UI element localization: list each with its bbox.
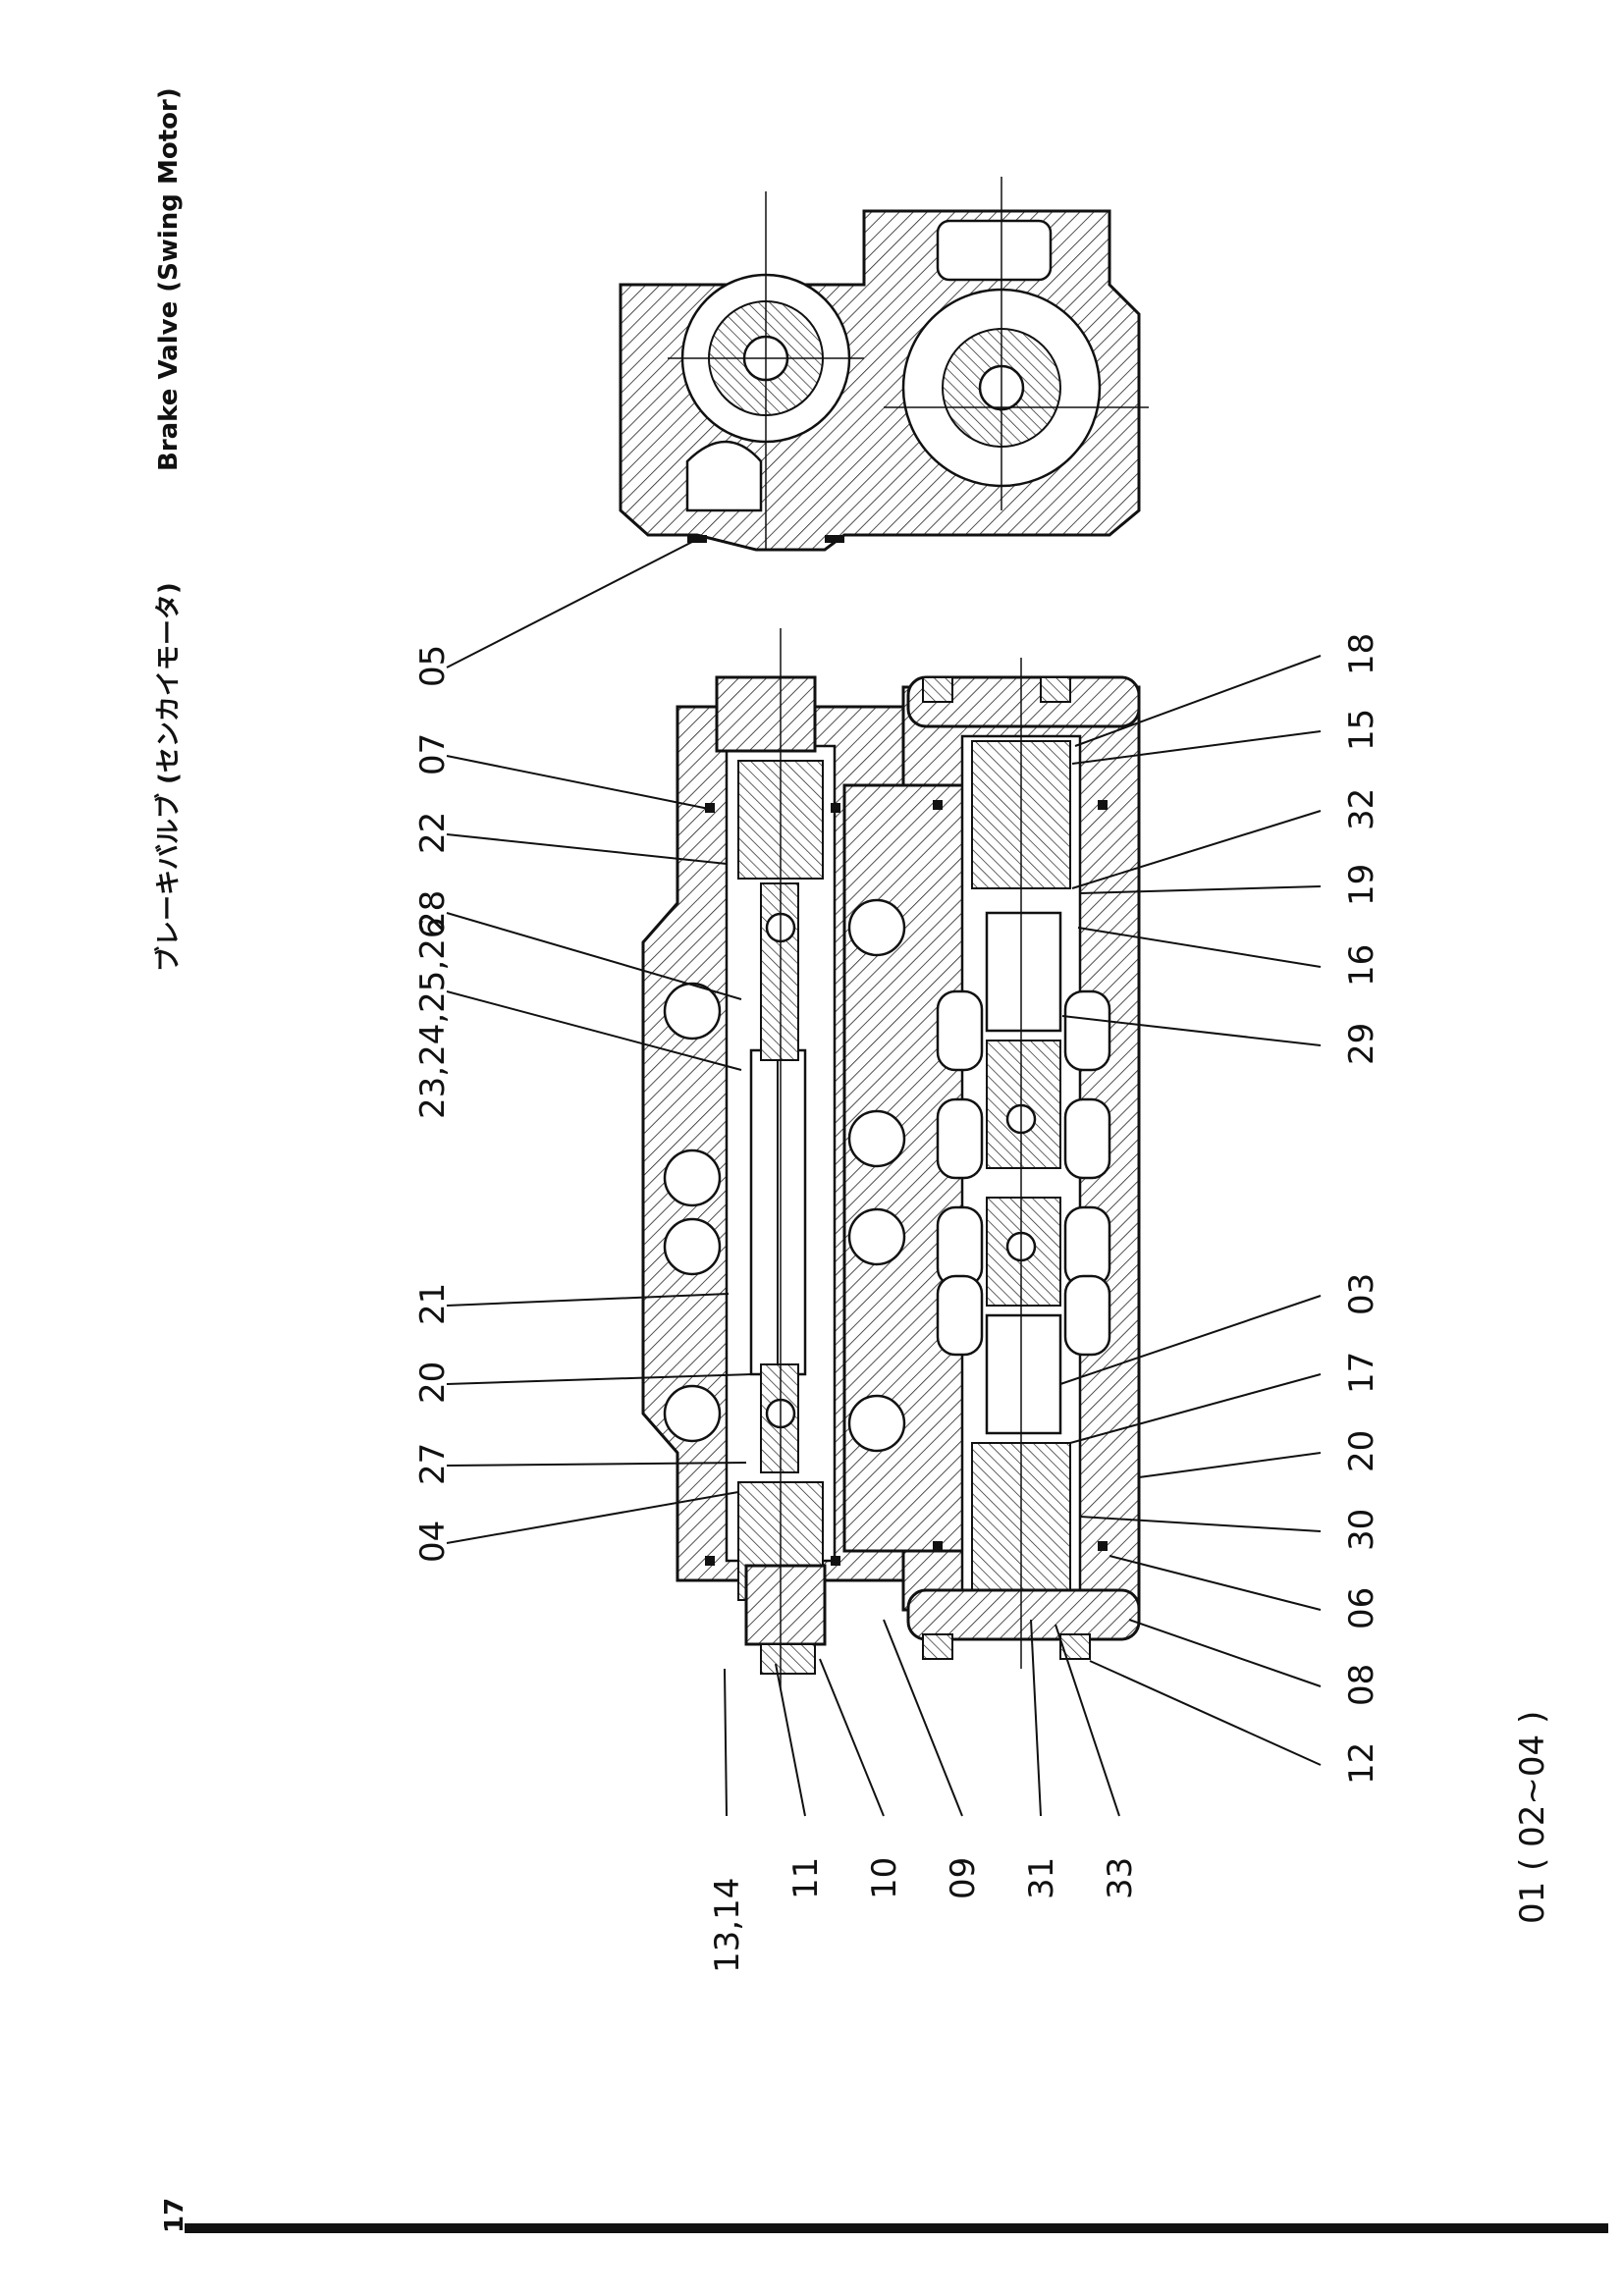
- svg-text:17: 17: [160, 2198, 189, 2233]
- callout-label: 32: [1342, 788, 1381, 830]
- callout-label: 15: [1342, 709, 1381, 751]
- callout-label: 11: [786, 1857, 826, 1899]
- callout-label: 27: [413, 1443, 453, 1485]
- callout-label: 28: [413, 890, 453, 933]
- callout-label: 18: [1342, 633, 1381, 675]
- callout-label: 16: [1342, 944, 1381, 987]
- callout-label: 05: [413, 645, 453, 687]
- callout-label: 21: [413, 1283, 453, 1325]
- callout-label: 09: [944, 1857, 983, 1899]
- callout-label: 22: [413, 812, 453, 854]
- title-japanese: ブレーキバルブ (センカイモータ): [153, 582, 184, 972]
- callouts-right: 18 15 32 19 16 29 03 17 20 30 06 08 12: [1342, 633, 1381, 1785]
- svg-text:ブレーキバルブ (センカイモータ): ブレーキバルブ (センカイモータ): [153, 582, 184, 972]
- callout-label: 31: [1022, 1857, 1061, 1899]
- callout-label: 06: [1342, 1587, 1381, 1629]
- callout-label: 33: [1101, 1857, 1140, 1899]
- callout-label: 03: [1342, 1273, 1381, 1315]
- callout-label: 08: [1342, 1664, 1381, 1706]
- footer-rule: [185, 2223, 1608, 2233]
- callout-label: 04: [413, 1521, 453, 1563]
- callout-label: 10: [865, 1857, 904, 1899]
- callout-label: 30: [1342, 1509, 1381, 1551]
- assembly-note: 01 ( 02~04 ): [1513, 1711, 1552, 1924]
- svg-text:Brake Valve (Swing Motor): Brake Valve (Swing Motor): [154, 87, 184, 471]
- section-view: [641, 628, 1141, 1688]
- callout-label: 12: [1342, 1742, 1381, 1785]
- callouts-left: 05 07 22 28 23,24,25,26 21 20 27 04: [413, 645, 453, 1563]
- callout-label: 20: [413, 1362, 453, 1404]
- callout-label: 07: [413, 733, 453, 775]
- callout-label: 13,14: [708, 1878, 747, 1973]
- callout-label: 17: [1342, 1352, 1381, 1394]
- callout-label: 19: [1342, 864, 1381, 906]
- callout-label: 29: [1342, 1023, 1381, 1065]
- callout-label: 23,24,25,26: [413, 918, 453, 1119]
- svg-text:01 ( 02~04 ): 01 ( 02~04 ): [1513, 1711, 1552, 1924]
- page-number: 17: [160, 2198, 189, 2233]
- callouts-bottom: 13,14 11 10 09 31 33: [708, 1857, 1140, 1973]
- end-view: [619, 177, 1149, 552]
- callout-label: 20: [1342, 1430, 1381, 1472]
- leader-lines: [446, 541, 1322, 1817]
- title-english: Brake Valve (Swing Motor): [154, 87, 184, 471]
